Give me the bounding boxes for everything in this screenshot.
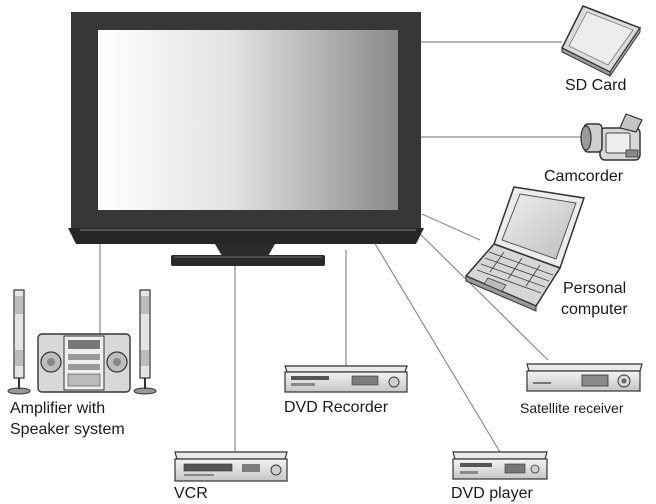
connection-lines bbox=[99, 41, 588, 453]
vcr-icon bbox=[174, 451, 288, 482]
vcr-label: VCR bbox=[174, 485, 208, 502]
camcorder-label: Camcorder bbox=[544, 168, 624, 185]
line-dvd-player bbox=[373, 241, 501, 453]
amplifier-label-line2: Speaker system bbox=[10, 421, 125, 438]
amplifier-speaker-system-icon bbox=[7, 289, 157, 395]
satellite-receiver-label: Satellite receiver bbox=[520, 400, 624, 416]
tv bbox=[68, 12, 424, 266]
personal-computer-label-line1: Personal bbox=[563, 280, 627, 297]
personal-computer-label-line2: computer bbox=[561, 301, 628, 318]
sd-card-label: SD Card bbox=[565, 77, 627, 94]
camcorder-icon bbox=[580, 113, 643, 161]
dvd-recorder-icon bbox=[284, 365, 408, 393]
tv-bottom-bezel bbox=[68, 228, 424, 244]
tv-stand-neck bbox=[215, 244, 275, 256]
line-personal-computer bbox=[421, 213, 481, 241]
amplifier-label-line1: Amplifier with bbox=[10, 400, 106, 417]
dvd-player-icon bbox=[452, 451, 548, 480]
dvd-player-label: DVD player bbox=[451, 485, 533, 502]
satellite-receiver-icon bbox=[526, 363, 643, 392]
laptop-icon bbox=[464, 186, 585, 312]
dvd-recorder-label: DVD Recorder bbox=[284, 399, 389, 416]
tv-screen bbox=[98, 30, 398, 210]
line-satellite bbox=[413, 227, 549, 361]
sd-card-icon bbox=[560, 5, 642, 78]
